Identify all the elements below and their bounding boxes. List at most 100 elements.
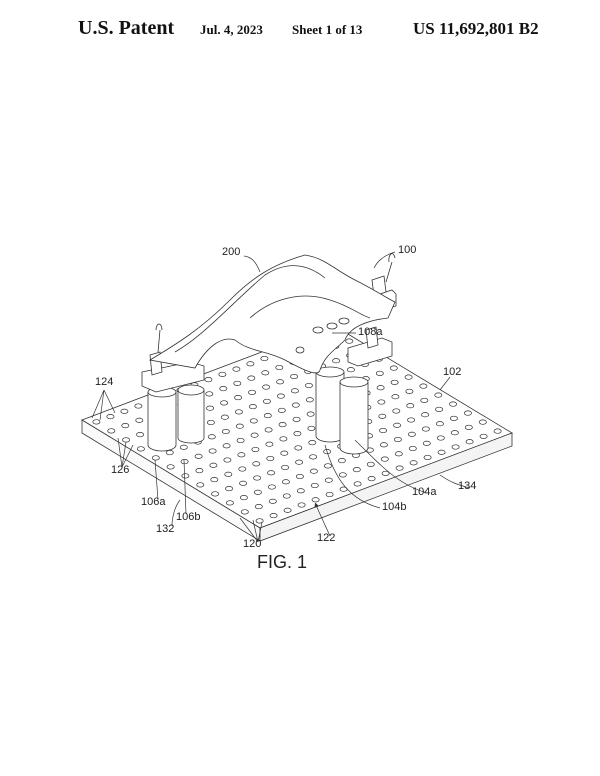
ref-104a: 104a [412, 486, 437, 498]
plate-hole [136, 446, 145, 452]
plate-hole [378, 413, 387, 419]
plate-hole [409, 460, 418, 466]
plate-hole [278, 422, 287, 428]
plate-hole [379, 427, 388, 434]
plate-hole [352, 467, 361, 473]
plate-hole [389, 365, 398, 371]
plate-hole [120, 408, 129, 414]
ref-122: 122 [317, 532, 336, 544]
fixture-plate [81, 324, 513, 542]
plate-hole [407, 417, 416, 423]
plate-hole [265, 441, 274, 447]
plate-hole [267, 470, 276, 476]
plate-hole [479, 433, 488, 439]
plate-hole [408, 445, 417, 452]
plate-hole [375, 370, 384, 376]
plate-hole [393, 422, 402, 428]
plate-hole [294, 445, 303, 451]
plate-hole [234, 395, 243, 401]
plate-hole [232, 366, 241, 372]
plate-hole [209, 462, 218, 468]
plate-hole [276, 379, 285, 385]
plate-hole [391, 394, 400, 400]
plate-hole [275, 364, 284, 371]
plate-hole [419, 383, 428, 389]
ref-100: 100 [398, 244, 417, 256]
plate-hole [251, 446, 260, 453]
plate-hole [134, 403, 143, 409]
plate-hole [262, 398, 271, 404]
plate-hole [208, 448, 217, 454]
plate-hole [223, 457, 232, 463]
plate-hole [263, 413, 272, 419]
plate-hole [254, 504, 263, 510]
patent-number: US 11,692,801 B2 [413, 19, 539, 38]
plate-hole [266, 455, 275, 462]
plate-hole [135, 417, 144, 423]
plate-hole [292, 416, 301, 422]
plate-hole [337, 458, 346, 464]
plate-hole [421, 412, 430, 418]
plate-hole [404, 374, 413, 380]
plate-hole [247, 375, 256, 381]
plate-hole [308, 440, 317, 446]
plate-hole [234, 409, 243, 415]
ref-126: 126 [111, 464, 130, 476]
plate-hole [206, 419, 215, 426]
plate-hole [166, 464, 175, 470]
plate-hole [280, 450, 289, 456]
plate-hole [464, 424, 473, 430]
plate-hole [281, 464, 290, 471]
patent-title: U.S. Patent [78, 17, 175, 39]
plate-hole [295, 459, 304, 465]
plate-hole [252, 461, 261, 467]
plate-hole [465, 439, 474, 445]
plate-hole [423, 454, 432, 461]
plate-hole [281, 479, 290, 485]
plate-hole [107, 428, 116, 434]
ref-102: 102 [443, 366, 462, 378]
plate-hole [211, 491, 220, 497]
sheet-number: Sheet 1 of 13 [292, 22, 363, 37]
plate-hole [304, 382, 313, 389]
plate-hole [239, 480, 248, 486]
plate-hole [253, 475, 262, 481]
plate-hole [255, 518, 264, 524]
plate-hole [380, 456, 389, 462]
plate-hole [435, 406, 444, 412]
plate-hole [238, 466, 247, 472]
plate-hole [390, 379, 399, 385]
plate-hole [250, 432, 259, 438]
plate-hole [324, 477, 333, 483]
plate-hole [305, 397, 314, 403]
plate-hole [224, 471, 233, 477]
plate-hole [236, 437, 245, 444]
ref-124: 124 [95, 376, 114, 388]
plate-hole [306, 411, 315, 417]
leader-lines [91, 251, 471, 543]
plate-hole [309, 454, 318, 460]
ref-106a: 106a [141, 496, 166, 508]
figure-caption: FIG. 1 [257, 552, 308, 572]
plate-hole [332, 358, 341, 364]
plate-hole [240, 509, 249, 515]
plate-hole [282, 493, 291, 499]
plate-hole [179, 444, 188, 450]
plate-hole [311, 497, 320, 503]
plate-hole [436, 435, 445, 441]
plate-hole [434, 392, 443, 398]
plate-hole [219, 386, 228, 392]
plate-hole [210, 477, 219, 483]
plate-hole [220, 400, 229, 406]
ref-104b: 104b [382, 501, 407, 513]
plate-hole [121, 423, 130, 429]
plate-hole [346, 367, 355, 373]
plate-hole [295, 473, 304, 480]
plate-hole [395, 465, 404, 471]
plate-hole [381, 470, 390, 476]
plate-hole [493, 428, 502, 434]
plate-hole [451, 444, 460, 450]
ref-132: 132 [156, 523, 175, 535]
plate-hole [421, 426, 430, 432]
plate-hole [393, 436, 402, 443]
